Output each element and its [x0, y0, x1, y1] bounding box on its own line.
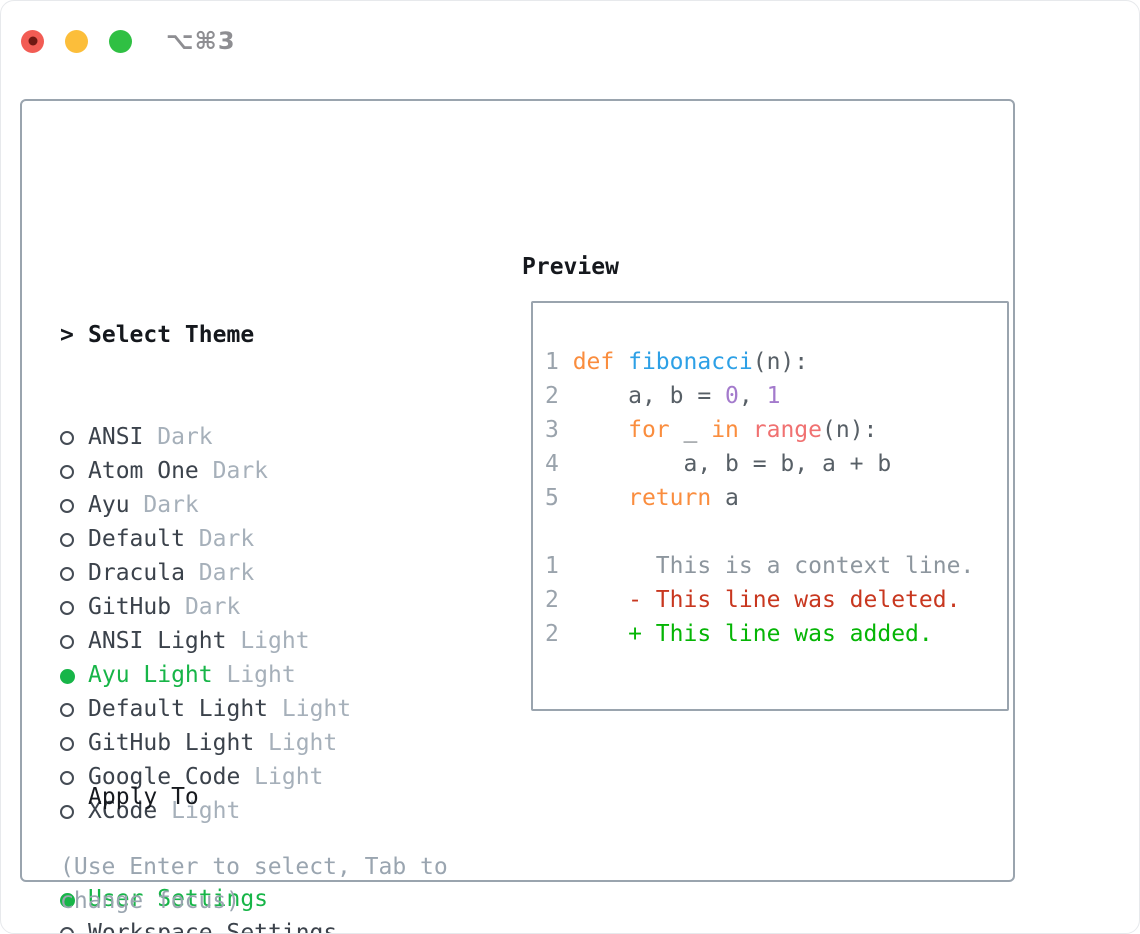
radio-icon — [60, 590, 88, 624]
option-label: GitHub — [88, 594, 185, 620]
theme-option[interactable]: Default Light Light — [60, 692, 351, 726]
theme-option[interactable]: GitHub Dark — [60, 590, 351, 624]
option-label: Dracula — [88, 560, 199, 586]
radio-icon — [60, 454, 88, 488]
code-line: 2 a, b = 0, 1 — [545, 383, 781, 409]
radio-icon — [60, 420, 88, 454]
option-label: ANSI Light — [88, 628, 241, 654]
apply-to-option[interactable]: Workspace Settings — [60, 916, 338, 934]
theme-variant-label: Dark — [198, 526, 255, 552]
zoom-button[interactable] — [109, 29, 132, 53]
radio-icon — [60, 488, 88, 522]
option-label: XCode — [88, 798, 172, 824]
option-label: Atom One — [88, 458, 213, 484]
radio-icon — [60, 726, 88, 760]
theme-variant-label: Dark — [198, 560, 255, 586]
theme-list-header-row: > Select Theme — [60, 318, 351, 352]
code-preview: 1 def fibonacci(n): 2 a, b = 0, 1 3 for _ … — [545, 345, 1007, 515]
theme-option[interactable]: Dracula Dark — [60, 556, 351, 590]
preview-box: 1 def fibonacci(n): 2 a, b = 0, 1 3 for _ … — [531, 301, 1009, 711]
minimize-button[interactable] — [65, 29, 88, 53]
option-label: Workspace Settings — [88, 920, 338, 934]
diff-line: 1 This is a context line. — [545, 553, 975, 579]
code-line: 3 for _ in range(n): — [545, 417, 878, 443]
line-number: 5 — [545, 485, 573, 511]
radio-icon — [60, 522, 88, 556]
theme-variant-label: Light — [254, 764, 324, 790]
apply-to-header-row: Apply To — [60, 780, 337, 814]
theme-option[interactable]: ANSI Light Light — [60, 624, 351, 658]
theme-option[interactable]: Atom One Dark — [60, 454, 351, 488]
prompt-cursor-icon: > — [60, 322, 74, 348]
theme-variant-label: Light — [268, 730, 338, 756]
theme-option[interactable]: Ayu Dark — [60, 488, 351, 522]
close-button[interactable] — [21, 29, 44, 53]
code-line: 1 def fibonacci(n): — [545, 349, 809, 375]
preview-heading: Preview — [522, 254, 619, 280]
apply-to-option[interactable]: User Settings — [60, 882, 337, 916]
diff-preview: 1 This is a context line. 2 - This line w… — [545, 549, 1007, 651]
radio-icon — [60, 916, 88, 933]
titlebar: ⌥⌘3 — [21, 27, 236, 55]
radio-icon — [60, 794, 88, 828]
theme-option[interactable]: Default Dark — [60, 522, 351, 556]
option-label: Default — [88, 526, 199, 552]
theme-variant-label: Light — [171, 798, 241, 824]
radio-icon — [60, 624, 88, 658]
line-number: 3 — [545, 417, 573, 443]
radio-selected-icon — [60, 882, 88, 916]
radio-icon — [60, 556, 88, 590]
option-label: Ayu — [88, 492, 144, 518]
close-unsaved-dot-icon — [28, 36, 37, 46]
option-label: Google Code — [88, 764, 255, 790]
theme-variant-label: Light — [281, 696, 352, 722]
option-label: Default Light — [88, 696, 282, 722]
theme-option[interactable]: XCode Light — [60, 794, 351, 828]
keyboard-hint: (Use Enter to select, Tab to change focu… — [60, 854, 448, 914]
radio-icon — [60, 760, 88, 794]
theme-variant-label: Dark — [184, 594, 241, 620]
theme-variant-label: Dark — [212, 458, 269, 484]
radio-selected-icon — [60, 658, 88, 692]
option-label: ANSI — [88, 424, 158, 450]
theme-variant-label: Light — [226, 662, 296, 688]
code-line: 5 return a — [545, 485, 739, 511]
window-title: ⌥⌘3 — [166, 27, 236, 55]
apply-to-header: Apply To — [88, 784, 199, 810]
line-number: 2 — [545, 621, 573, 647]
theme-list-header: Select Theme — [88, 322, 255, 348]
radio-icon — [60, 692, 88, 726]
theme-variant-label: Dark — [143, 492, 199, 518]
theme-option[interactable]: GitHub Light Light — [60, 726, 351, 760]
diff-line: 2 + This line was added. — [545, 621, 933, 647]
line-number: 1 — [545, 349, 573, 375]
line-number: 1 — [545, 553, 573, 579]
theme-variant-label: Dark — [157, 424, 213, 450]
theme-option[interactable]: Google Code Light — [60, 760, 351, 794]
option-label: User Settings — [88, 886, 269, 912]
option-label: GitHub Light — [88, 730, 269, 756]
diff-line: 2 - This line was deleted. — [545, 587, 961, 613]
theme-variant-label: Light — [240, 628, 310, 654]
theme-option[interactable]: ANSI Dark — [60, 420, 351, 454]
theme-option[interactable]: Ayu Light Light — [60, 658, 351, 692]
option-label: Ayu Light — [88, 662, 227, 688]
line-number: 2 — [545, 383, 573, 409]
code-line: 4 a, b = b, a + b — [545, 451, 892, 477]
line-number: 4 — [545, 451, 573, 477]
line-number: 2 — [545, 587, 573, 613]
